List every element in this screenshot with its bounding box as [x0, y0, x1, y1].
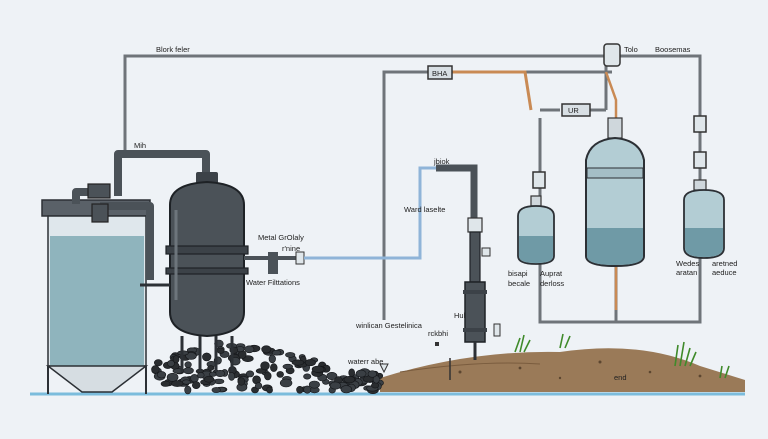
filter-vessel: [140, 172, 249, 372]
gravel-stone: [261, 345, 272, 354]
label-hul: Hul: [454, 311, 466, 320]
gravel-stone: [260, 361, 270, 371]
gravel-stone: [245, 370, 255, 378]
gravel-stone: [211, 387, 221, 393]
gravel-stone: [326, 371, 338, 380]
gravel-pile: [151, 339, 384, 395]
inlet-marker: [379, 363, 389, 374]
gravel-stone: [184, 361, 192, 368]
gravel-stone: [228, 372, 235, 381]
gravel-stone: [197, 372, 205, 379]
gravel-stone: [268, 354, 276, 364]
gravel-stone: [183, 367, 194, 375]
gravel-stone: [154, 359, 163, 367]
gravel-stone: [276, 371, 284, 378]
gravel-stone: [185, 352, 197, 360]
gravel-stone: [255, 382, 263, 390]
gravel-stone: [303, 373, 312, 380]
label-end: end: [614, 373, 627, 382]
gravel-stone: [167, 359, 175, 367]
gravel-stone: [340, 385, 352, 394]
soil-mound: [380, 348, 745, 392]
label-aeduce: aeduce: [712, 268, 737, 277]
gravel-stone: [203, 375, 215, 383]
gravel-stone: [311, 365, 325, 373]
gravel-stone: [329, 381, 342, 390]
valve-top: [427, 43, 707, 189]
label-mih: Mih: [134, 141, 146, 150]
label-ward-lasette: Ward laselte: [404, 205, 445, 214]
gravel-stone: [304, 359, 316, 367]
gravel-stone: [160, 380, 171, 387]
gravel-stone: [184, 385, 192, 395]
probe-marker: [435, 342, 439, 346]
gravel-stone: [282, 363, 293, 370]
gravel-stone: [217, 347, 225, 354]
gravel-stone: [303, 385, 312, 394]
column-filter: [463, 217, 501, 360]
gravel-stone: [270, 363, 278, 372]
label-aratan: aratan: [676, 268, 697, 277]
gravel-stone: [348, 368, 356, 377]
tank-small-right: [683, 179, 725, 259]
gravel-stone: [192, 381, 201, 389]
gravel-stone: [202, 352, 212, 362]
gravel-stone: [151, 365, 160, 374]
label-metal-grolaly: Metal GrOlaly: [258, 233, 304, 242]
accent-pipe: [452, 70, 533, 111]
label-jbiok: jbiok: [433, 157, 450, 166]
gravel-stone: [296, 385, 304, 394]
gravel-stone: [367, 370, 377, 378]
label-nine: r'nine: [282, 244, 300, 253]
tank-large-center: [585, 117, 645, 268]
label-derloss: derloss: [540, 279, 564, 288]
storage-tank: [41, 199, 151, 394]
label-becale: becale: [508, 279, 530, 288]
label-bha: BHA: [432, 69, 447, 78]
gravel-stone: [264, 371, 272, 381]
gravel-stone: [244, 345, 255, 354]
label-wedes: Wedes: [676, 259, 699, 268]
label-rckbhi: rckbhi: [428, 329, 448, 338]
gravel-stone: [209, 371, 217, 377]
gravel-stone: [266, 386, 273, 394]
gravel-stone: [291, 359, 305, 366]
gravel-stone: [279, 378, 293, 388]
gravel-stone: [172, 355, 180, 364]
gravel-stone: [207, 365, 215, 371]
grass-tufts: [514, 333, 730, 379]
label-tolo: Tolo: [624, 45, 638, 54]
outlet-pipe: [244, 164, 478, 274]
label-auprat: Auprat: [540, 269, 563, 278]
label-ur: UR: [568, 106, 579, 115]
gravel-stone: [308, 380, 320, 389]
label-winlican: winlican Gestelinica: [355, 321, 423, 330]
gravel-stone: [285, 352, 296, 358]
gravel-stone: [171, 380, 184, 387]
gravel-stone: [371, 382, 380, 389]
gravel-stone: [237, 377, 246, 386]
label-bisapi: bisapi: [508, 269, 528, 278]
gravel-stone: [343, 376, 356, 384]
label-water-filtrations: Water Filttations: [246, 278, 300, 287]
gravel-stone: [166, 372, 179, 382]
gravel-stone: [355, 369, 367, 378]
feed-flange: [87, 183, 111, 199]
label-aretned: aretned: [712, 259, 737, 268]
label-boosemas: Boosemas: [655, 45, 691, 54]
gravel-stone: [156, 371, 167, 379]
label-block-filter: Blork feler: [156, 45, 190, 54]
label-waterr-abe: waterr abe: [347, 357, 383, 366]
gravel-stone: [182, 379, 191, 385]
tank-small-left: [517, 195, 555, 265]
gravel-stone: [271, 349, 282, 356]
